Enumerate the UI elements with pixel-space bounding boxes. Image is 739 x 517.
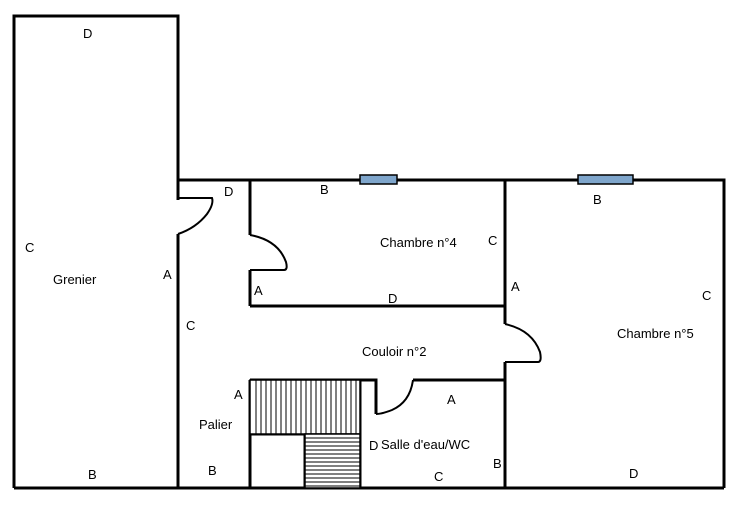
room-couloir: Couloir n°2 [362,344,426,359]
label-salle-right: B [493,456,502,471]
label-ch5-top: B [593,192,602,207]
label-palier-right: A [234,387,243,402]
label-ch4-door-corner: D [224,184,233,199]
label-ch5-right: C [702,288,711,303]
staircase-lower [304,433,361,489]
label-salle-left: D [369,438,378,453]
label-salle-top: A [447,392,456,407]
label-ch5-bottom: D [629,466,638,481]
chambre5-window [577,174,634,185]
chambre5-door [504,323,542,363]
label-ch4-right: C [488,233,497,248]
staircase-upper [249,379,361,435]
label-couloir-left: C [186,318,195,333]
label-ch4-lower-left: A [254,283,263,298]
room-palier: Palier [199,417,233,432]
chambre4-window [359,174,398,185]
label-ch4-bottom: D [388,291,397,306]
room-chambre4: Chambre n°4 [380,235,457,250]
label-ch4-top: B [320,182,329,197]
walls [12,14,726,490]
salle-door [375,379,414,415]
label-grenier-left: C [25,240,34,255]
label-grenier-bottom: B [88,467,97,482]
grenier-door [177,197,214,235]
label-grenier-right: A [163,267,172,282]
chambre4-door [249,234,288,271]
grenier-walls [12,14,180,488]
label-salle-bottom: C [434,469,443,484]
room-chambre5: Chambre n°5 [617,326,694,341]
label-ch5-left: A [511,279,520,294]
room-grenier: Grenier [53,272,97,287]
room-salle-eau: Salle d'eau/WC [381,437,470,452]
doors [177,197,542,415]
label-grenier-top: D [83,26,92,41]
label-palier-bottom: B [208,463,217,478]
